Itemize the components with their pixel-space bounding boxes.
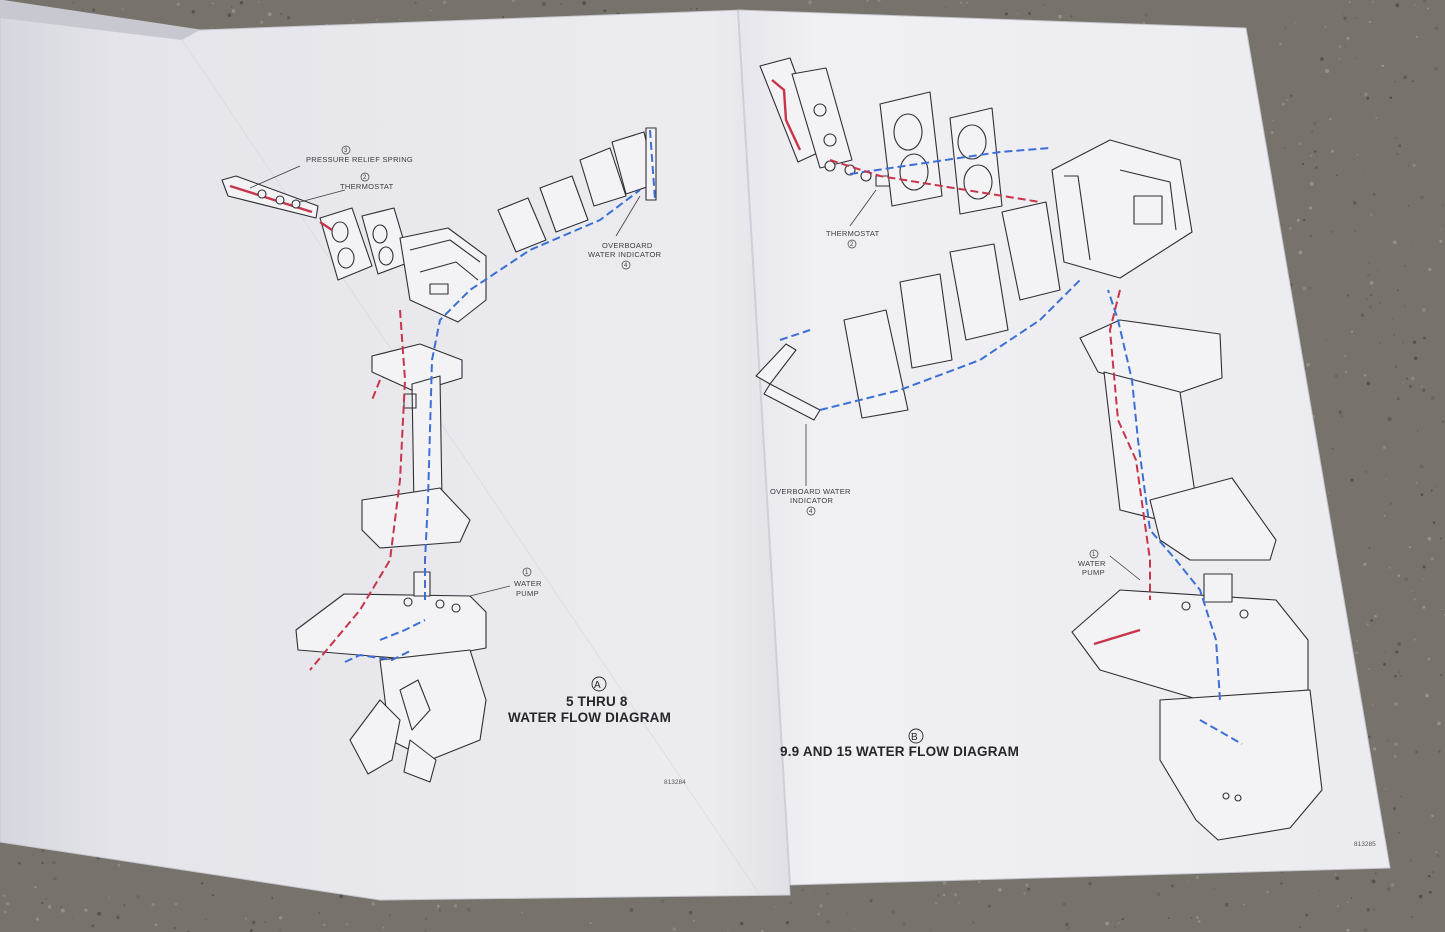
right-part-number: 813285 (1354, 841, 1376, 848)
left-title-line1: 5 THRU 8 (566, 694, 628, 709)
lower-unit-b (1159, 689, 1323, 841)
water-pump-b-line2: PUMP (1082, 568, 1105, 577)
left-engine-diagram (221, 127, 657, 783)
pressure-relief-number: 3 (344, 148, 348, 154)
overboard-number-b: 4 (809, 509, 813, 515)
powerhead-block (399, 227, 487, 323)
right-title-letter: B (911, 732, 918, 743)
cylinder-head-b (879, 91, 943, 207)
overboard-label-line2: WATER INDICATOR (588, 250, 662, 259)
water-pump-line1: WATER (514, 579, 542, 588)
water-pump-line2: PUMP (516, 589, 539, 598)
right-engine-diagram (755, 57, 1323, 841)
thermostat-label: THERMOSTAT (340, 182, 394, 191)
pressure-relief-label: PRESSURE RELIEF SPRING (306, 155, 413, 164)
overboard-number: 4 (624, 263, 628, 269)
overboard-label-b-line2: INDICATOR (790, 496, 834, 505)
water-pump-b-line1: WATER (1078, 559, 1106, 568)
propeller (349, 699, 401, 775)
left-sheet (0, 0, 791, 901)
water-pump-number: 1 (525, 570, 529, 576)
gear-case (295, 593, 487, 661)
left-title-line2: WATER FLOW DIAGRAM (508, 710, 671, 725)
left-part-number: 813284 (664, 779, 686, 786)
thermostat-label-b: THERMOSTAT (826, 229, 880, 238)
water-pump-number-b: 1 (1092, 552, 1096, 558)
overboard-label-line1: OVERBOARD (602, 241, 653, 250)
left-labels: 3 PRESSURE RELIEF SPRING 2 THERMOSTAT OV… (306, 145, 686, 786)
gear-case-b (1071, 589, 1309, 701)
overboard-label-b-line1: OVERBOARD WATER (770, 487, 851, 496)
crankcase-block-b (1051, 139, 1193, 279)
left-title-letter: A (594, 680, 601, 691)
right-title: 9.9 AND 15 WATER FLOW DIAGRAM (780, 744, 1019, 759)
thermostat-number-b: 2 (850, 242, 854, 248)
thermostat-number: 2 (363, 175, 367, 181)
right-labels: THERMOSTAT 2 OVERBOARD WATER INDICATOR 4… (770, 229, 1376, 848)
